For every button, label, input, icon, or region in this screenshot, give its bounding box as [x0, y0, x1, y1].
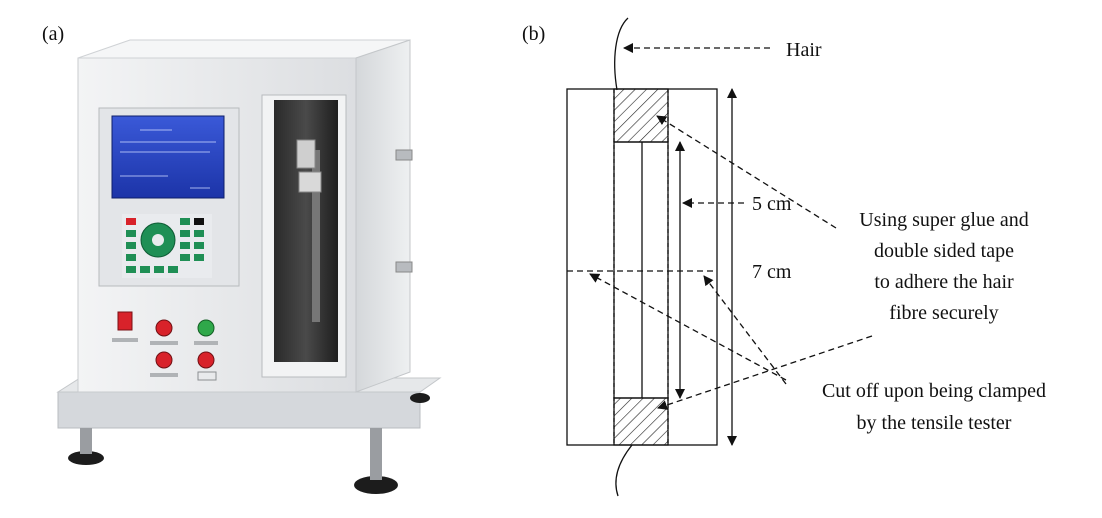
lcd-screen-text-lines [120, 129, 216, 189]
lead-screw [312, 150, 320, 322]
machine-feet [68, 393, 430, 494]
glue-note-line-2: double sided tape [874, 240, 1014, 262]
tensile-tester-machine [56, 39, 442, 494]
cut-leader-left [589, 273, 787, 381]
panel-a-label: (a) [42, 23, 64, 45]
button-labels [150, 341, 218, 381]
power-switch [117, 311, 133, 331]
side-knob-lower [395, 261, 413, 273]
glue-note-line-4: fibre securely [889, 302, 998, 324]
upper-clamp [296, 139, 316, 169]
hair-fibre-bottom [615, 444, 633, 497]
machine-body-side [355, 39, 411, 393]
inner-slot [613, 141, 669, 399]
outer-length-label: 7 cm [752, 261, 792, 283]
glue-note-line-3: to adhere the hair [874, 271, 1014, 293]
glue-leader-top [656, 115, 837, 229]
lcd-screen [111, 115, 225, 199]
hair-fibre-top [614, 17, 629, 91]
glue-pad-top [613, 88, 669, 143]
glue-leader-bottom [657, 335, 873, 410]
glue-note: Using super glue and double sided tape t… [859, 209, 1028, 324]
cut-note-line-1: Cut off upon being clamped [822, 380, 1046, 402]
red-button-3 [197, 351, 215, 369]
cut-leader-right [703, 275, 787, 385]
power-switch-label [112, 338, 138, 342]
clamp-jaw [298, 171, 322, 193]
green-button [197, 319, 215, 337]
test-window-cavity [274, 100, 338, 362]
machine-body-top [77, 39, 411, 59]
cut-note: Cut off upon being clamped by the tensil… [822, 380, 1046, 434]
hair-label: Hair [786, 39, 822, 61]
cut-note-line-2: by the tensile tester [857, 412, 1012, 434]
red-button-2 [155, 351, 173, 369]
glue-note-line-1: Using super glue and [859, 209, 1028, 231]
keypad [122, 214, 212, 278]
red-button-1 [155, 319, 173, 337]
inner-length-label: 5 cm [752, 193, 792, 215]
machine-base-plate [57, 391, 421, 429]
glue-pad-bottom [613, 397, 669, 446]
specimen-diagram [566, 17, 873, 497]
side-knob-upper [395, 149, 413, 161]
panel-b-label: (b) [522, 23, 545, 45]
